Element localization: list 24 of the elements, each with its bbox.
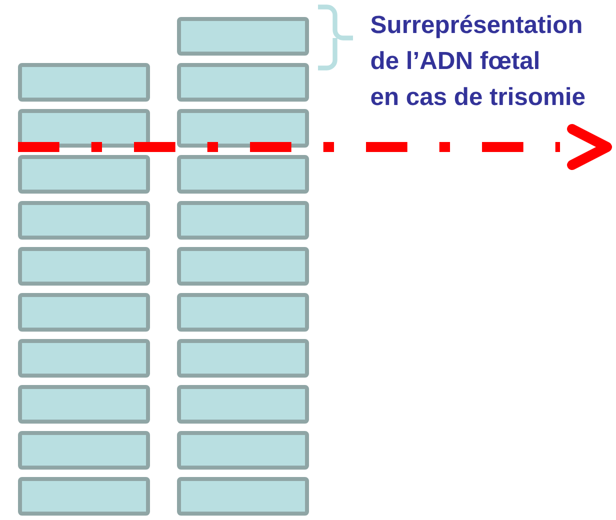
box xyxy=(18,385,150,424)
box xyxy=(18,293,150,332)
box xyxy=(18,247,150,286)
label-text: Surreprésentation xyxy=(370,14,582,38)
box xyxy=(18,155,150,194)
box xyxy=(18,477,150,516)
box xyxy=(177,17,309,56)
box xyxy=(177,201,309,240)
box xyxy=(18,339,150,378)
box xyxy=(177,431,309,470)
box xyxy=(18,109,150,148)
box xyxy=(177,339,309,378)
box xyxy=(177,155,309,194)
box xyxy=(18,201,150,240)
box xyxy=(18,63,150,102)
box xyxy=(177,109,309,148)
label-text: en cas de trisomie xyxy=(371,87,585,106)
box xyxy=(177,477,309,516)
box xyxy=(18,431,150,470)
box xyxy=(177,247,309,286)
label-text: de l’ADN fœtal xyxy=(371,51,538,70)
box xyxy=(177,63,309,102)
box xyxy=(177,293,309,332)
box xyxy=(177,385,309,424)
